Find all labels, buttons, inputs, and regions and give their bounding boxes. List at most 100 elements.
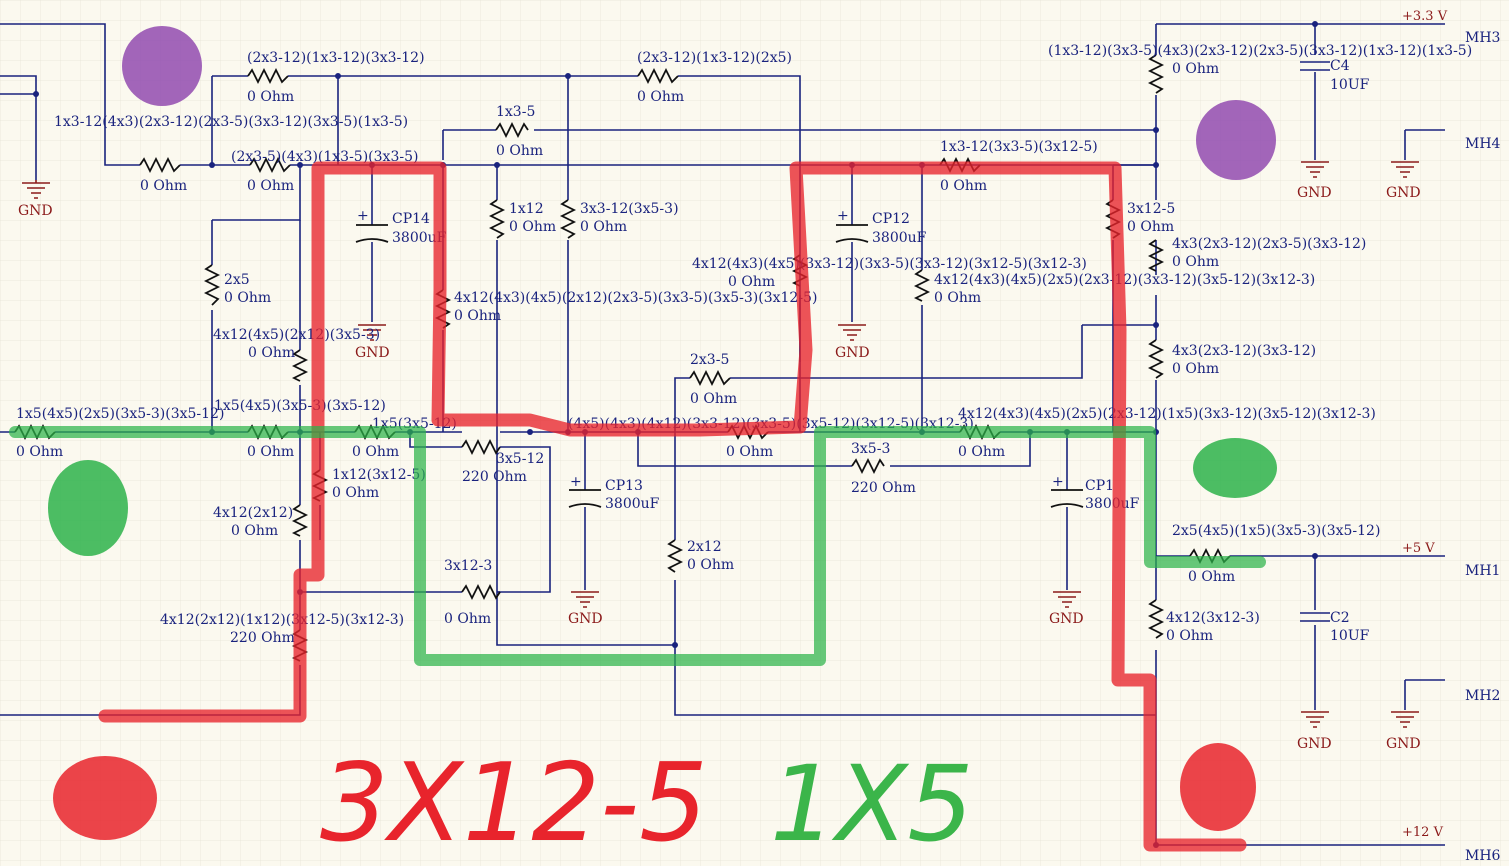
annotation-3x12-5: 3X12-5 [320,741,708,866]
r-4x12-3x123-value: 0 Ohm [1166,628,1213,644]
r-top-right-value: 0 Ohm [1172,61,1219,77]
r-4x12-bus-right-name: 4x12(4x3)(4x5)(2x5)(2x3-12)(1x5)(3x3-12)… [958,406,1376,422]
cp1-value: 3800uF [1085,496,1140,512]
green-blob-left [48,460,128,556]
r-top2-name: (2x3-12)(1x3-12)(2x5) [637,50,792,66]
r-1x35-value: 0 Ohm [496,143,543,159]
r-4x3-b-value: 0 Ohm [1172,361,1219,377]
r-1x35-name: 1x3-5 [496,104,535,120]
gnd-label: GND [1386,736,1421,752]
r-3x512-name: 3x5-12 [496,451,544,467]
r-top2-value: 0 Ohm [637,89,684,105]
r-3x123-value: 0 Ohm [444,611,491,627]
mh3-label: MH3 [1465,30,1500,46]
r-4x12-2x12-name: 4x12(2x12) [213,505,293,521]
gnd-icon [358,324,386,341]
r-mid-top-value: 0 Ohm [247,178,294,194]
r-1x312-right-name: 1x3-12(3x3-5)(3x12-5) [940,139,1098,155]
r-4x12-long-bl-value: 220 Ohm [230,630,295,646]
r-3x123-name: 3x12-3 [444,558,492,574]
r-2x35-value: 0 Ohm [690,391,737,407]
r-2x5-value: 0 Ohm [224,290,271,306]
r-2x12-value: 0 Ohm [687,557,734,573]
r-2x5-name: 2x5 [224,272,250,288]
power-3v3-label: +3.3 V [1402,9,1448,24]
r-top1-value: 0 Ohm [247,89,294,105]
mh4-label: MH4 [1465,136,1501,152]
c4-capacitor-icon [1300,61,1330,71]
gnd-icon [22,180,50,199]
r-2x5-5v-name: 2x5(4x5)(1x5)(3x5-3)(3x5-12) [1172,523,1380,539]
gnd-icon [1301,161,1329,178]
r-left-top-name: 1x3-12(4x3)(2x3-12)(2x3-5)(3x3-12)(3x3-5… [54,114,408,130]
gnd-icon [1053,591,1081,608]
cp1-capacitor-icon: + [1050,474,1084,508]
red-blob-right [1180,743,1256,831]
c2-value: 10UF [1330,628,1370,644]
r-long-mid-value: 0 Ohm [454,308,501,324]
cp14-capacitor-icon: + [355,208,389,243]
r-3x53-name: 3x5-3 [851,441,890,457]
green-blob-right [1193,438,1277,498]
gnd-icon [1391,711,1419,728]
r-4x12-4x5-name: 4x12(4x5)(2x12)(3x5-3) [213,327,380,343]
purple-blob-top-left [122,26,202,106]
svg-text:+: + [837,208,849,224]
gnd-label: GND [1297,185,1332,201]
r-4x12-3x123-name: 4x12(3x12-3) [1166,610,1260,626]
cp12-capacitor-icon: + [835,208,869,243]
r-bus-value: 0 Ohm [726,444,773,460]
r-4x12-bus-right-value: 0 Ohm [958,444,1005,460]
purple-blob-top-right [1196,100,1276,180]
gnd-label: GND [568,611,603,627]
gnd-icon [571,591,599,608]
red-blob-left [53,756,157,840]
r-4x3-a-name: 4x3(2x3-12)(2x3-5)(3x3-12) [1172,236,1366,252]
r-4x12-center-value: 0 Ohm [728,274,775,290]
r-3x53-value: 220 Ohm [851,480,916,496]
r-1x5-left-name: 1x5(4x5)(2x5)(3x5-3)(3x5-12) [16,406,224,422]
r-2x12-name: 2x12 [687,539,722,555]
cp14-value: 3800uF [392,230,447,246]
mh6-label: MH6 [1465,848,1501,864]
r-1x12-value: 0 Ohm [509,219,556,235]
gnd-label: GND [18,203,53,219]
mh1-label: MH1 [1465,563,1500,579]
r-4x3-a-value: 0 Ohm [1172,254,1219,270]
r-left-top-value: 0 Ohm [140,178,187,194]
cp12-name: CP12 [872,211,910,227]
gnd-icon [1391,161,1419,178]
r-3x312-name: 3x3-12(3x5-3) [580,201,679,217]
svg-text:+: + [357,208,369,224]
r-top1-name: (2x3-12)(1x3-12)(3x3-12) [247,50,425,66]
r-top-right-name: (1x3-12)(3x3-5)(4x3)(2x3-12)(2x3-5)(3x3-… [1048,43,1472,59]
r-3x125-value: 0 Ohm [1127,219,1174,235]
r-3x312-value: 0 Ohm [580,219,627,235]
c2-name: C2 [1330,610,1350,626]
c4-name: C4 [1330,58,1350,74]
r-long-mid-name: 4x12(4x3)(4x5)(2x12)(2x3-5)(3x3-5)(3x5-3… [454,290,817,306]
c4-value: 10UF [1330,77,1370,93]
r-4x3-b-name: 4x3(2x3-12)(3x3-12) [1172,343,1316,359]
gnd-label: GND [1386,185,1421,201]
gnd-label: GND [1297,736,1332,752]
cp13-value: 3800uF [605,496,660,512]
gnd-label: GND [355,345,390,361]
cp13-name: CP13 [605,478,643,494]
r-4x12-center-name: 4x12(4x3)(4x5)(3x3-12)(3x3-5)(3x3-12)(3x… [692,256,1087,272]
cp1-name: CP1 [1085,478,1114,494]
r-1x12-3x125-value: 0 Ohm [332,485,379,501]
r-4x12-4x5-value: 0 Ohm [248,345,295,361]
r-3x125-name: 3x12-5 [1127,201,1175,217]
r-1x312-right-value: 0 Ohm [940,178,987,194]
power-12v-label: +12 V [1402,825,1444,840]
gnd-label: GND [1049,611,1084,627]
gnd-icon [1301,711,1329,728]
annotation-1x5: 1X5 [770,743,974,865]
mh2-label: MH2 [1465,688,1500,704]
green-highlight-path [9,426,1266,666]
svg-text:+: + [570,474,582,490]
r-1x5-c-value: 0 Ohm [352,444,399,460]
r-4x12-long-bl-name: 4x12(2x12)(1x12)(3x12-5)(3x12-3) [160,612,404,628]
